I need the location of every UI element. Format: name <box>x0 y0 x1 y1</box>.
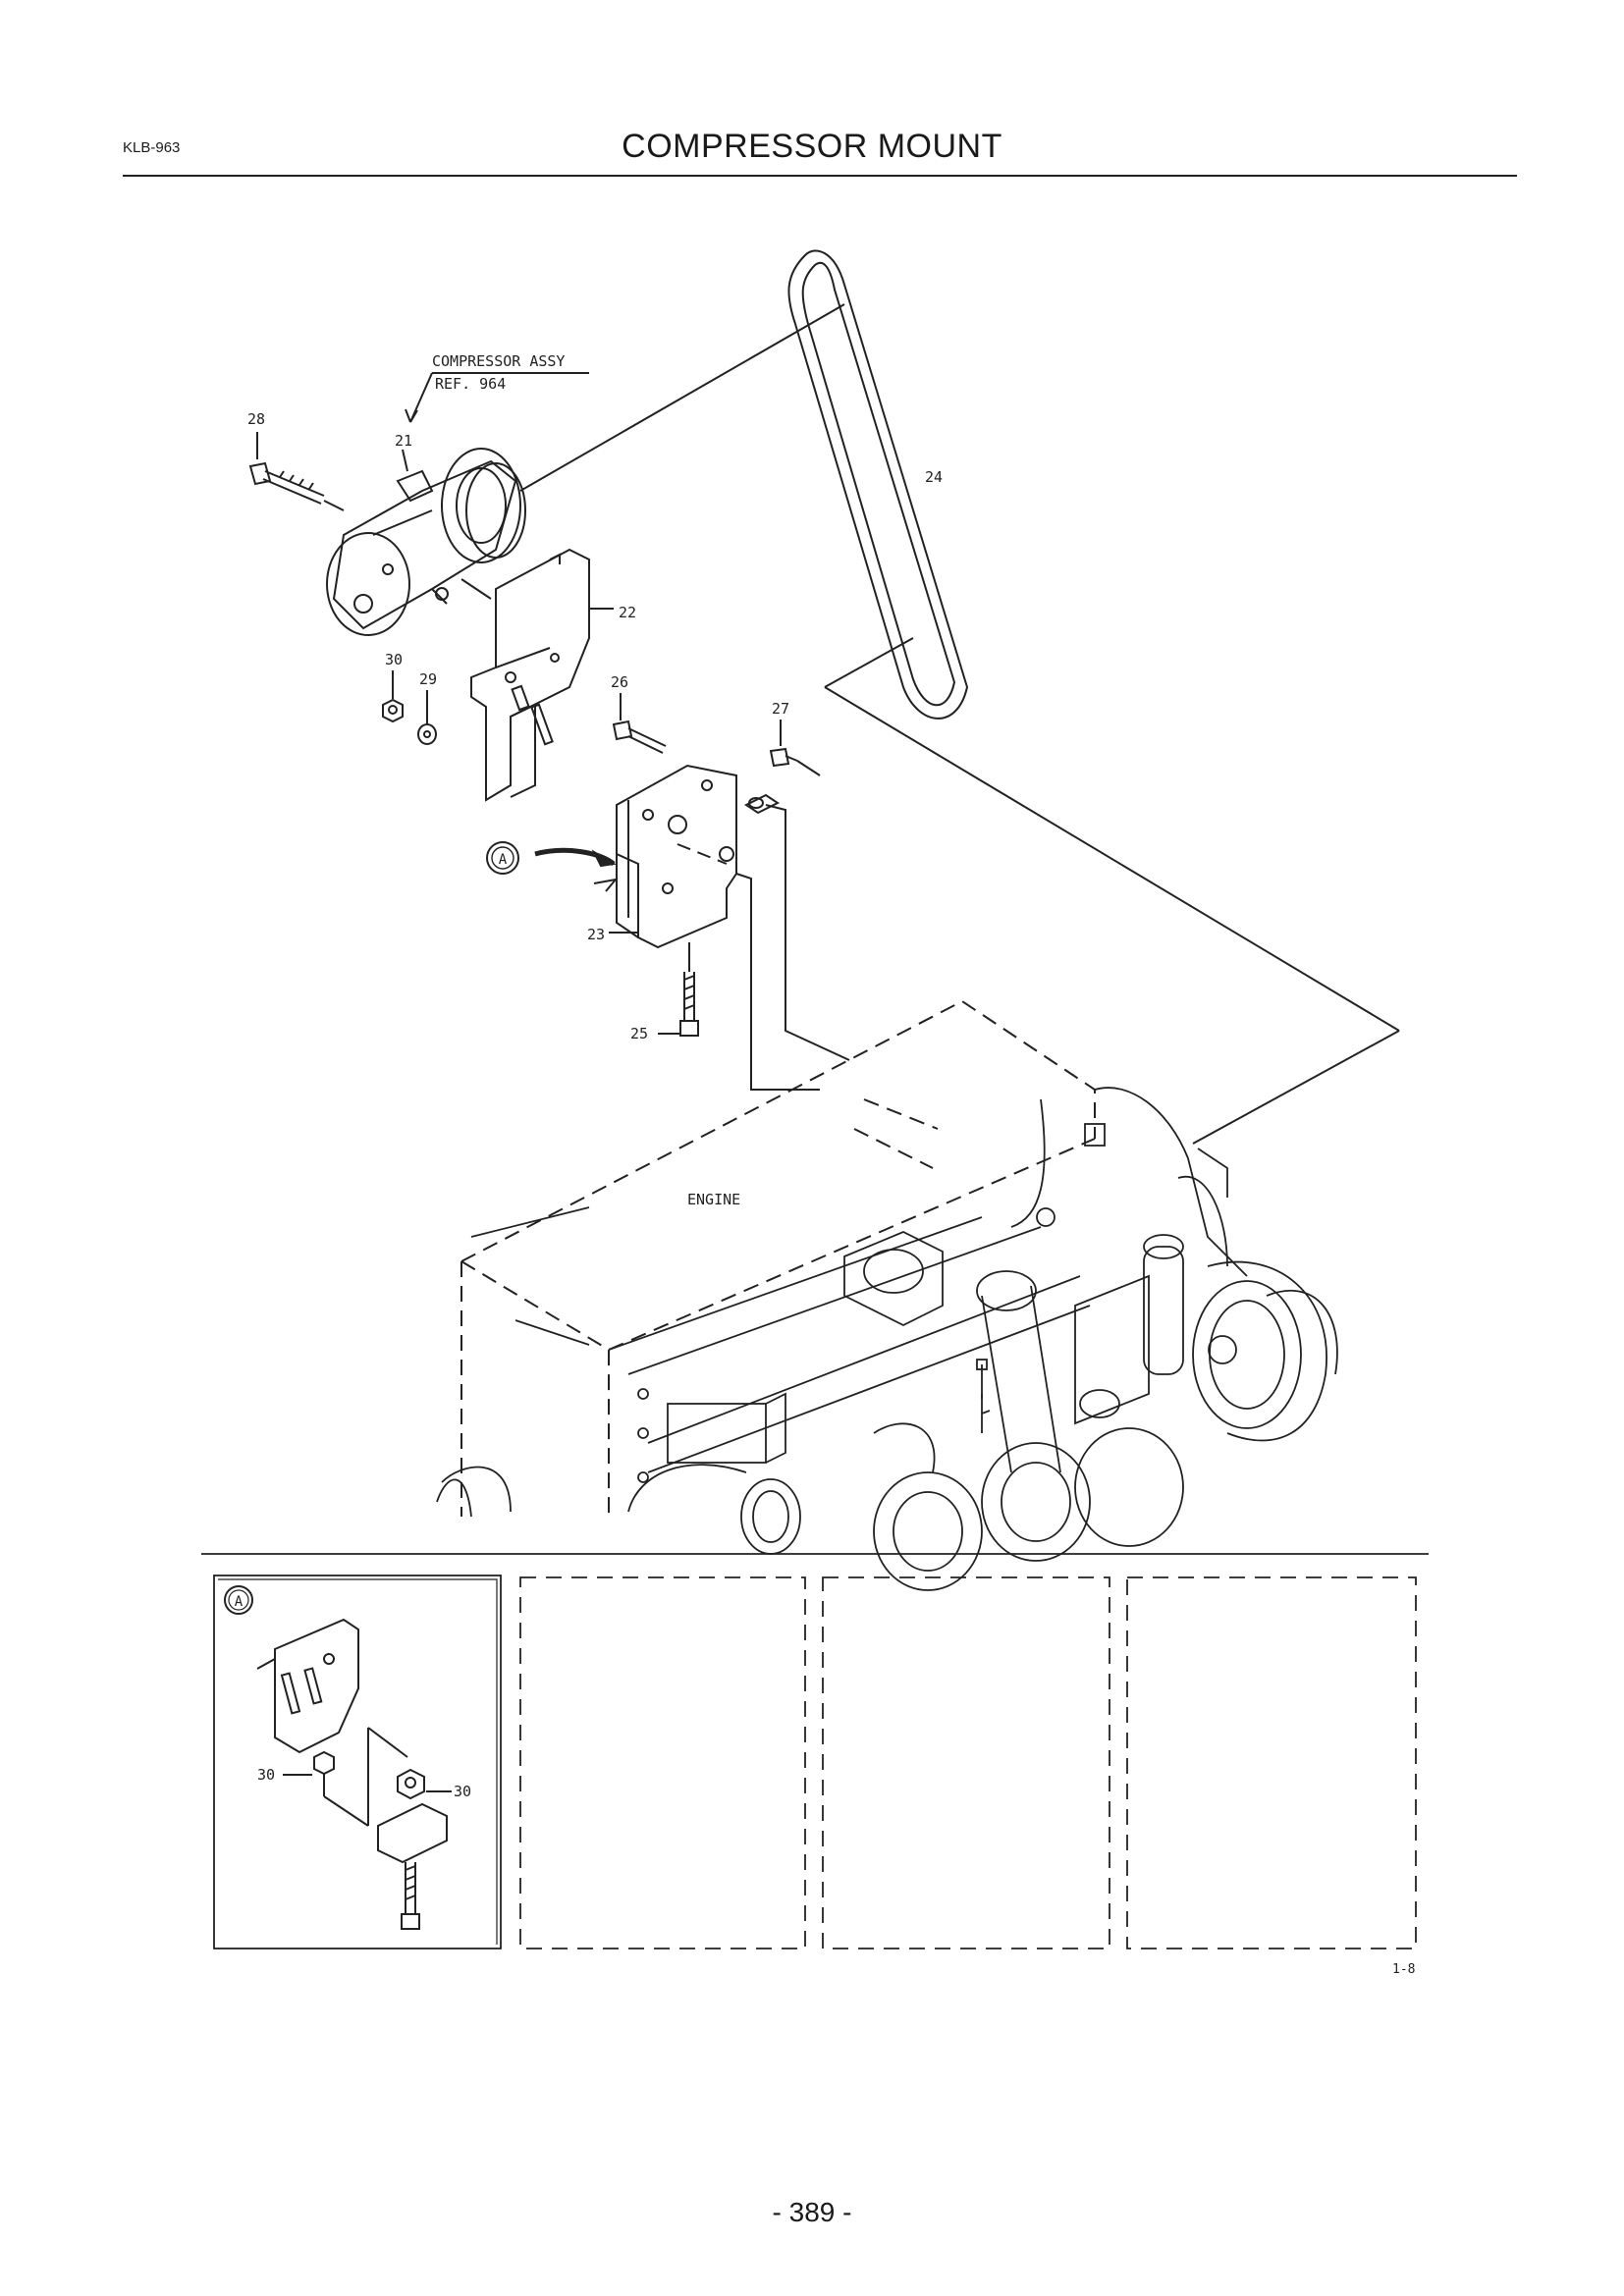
part-label-28: 28 <box>247 410 265 428</box>
part-label-23: 23 <box>587 926 605 943</box>
empty-panel-3 <box>1126 1576 1417 1949</box>
empty-panel-1 <box>519 1576 806 1949</box>
callout-line1: COMPRESSOR ASSY <box>432 352 565 370</box>
washer-29 <box>417 723 437 745</box>
engine-details <box>436 1087 1338 1591</box>
page-title: COMPRESSOR MOUNT <box>622 128 1002 165</box>
detail-label-30-left: 30 <box>257 1766 275 1784</box>
compressor-assembly <box>326 448 526 636</box>
bolt-25 <box>679 972 699 1037</box>
drive-belt <box>787 249 969 720</box>
callout-line2: REF. 964 <box>435 375 506 393</box>
part-label-29: 29 <box>419 670 437 688</box>
bracket-23 <box>616 764 780 949</box>
empty-panel-2 <box>822 1576 1110 1949</box>
detail-box-marker-a: A <box>235 1594 244 1610</box>
part-label-22: 22 <box>619 604 636 621</box>
bolt-28 <box>248 461 325 505</box>
engine-label: ENGINE <box>687 1191 740 1208</box>
engine-block <box>460 999 1096 1517</box>
part-label-25: 25 <box>630 1025 648 1042</box>
part-label-27: 27 <box>772 700 789 718</box>
nut-30 <box>382 698 404 723</box>
detail-marker-a: A <box>499 852 508 868</box>
page-number: - 389 - <box>772 2197 852 2227</box>
header-rule <box>123 175 1517 177</box>
bolt-27 <box>769 747 798 768</box>
document-code: KLB-963 <box>123 139 181 156</box>
bracket-22 <box>470 548 590 802</box>
detail-a-box <box>213 1575 502 1949</box>
part-label-21: 21 <box>395 432 412 450</box>
part-label-30: 30 <box>385 651 403 668</box>
part-label-24: 24 <box>925 468 943 486</box>
bolt-26 <box>612 720 667 754</box>
detail-label-30-right: 30 <box>454 1783 471 1800</box>
figure-code: 1-8 <box>1392 1962 1415 1977</box>
part-label-26: 26 <box>611 673 628 691</box>
